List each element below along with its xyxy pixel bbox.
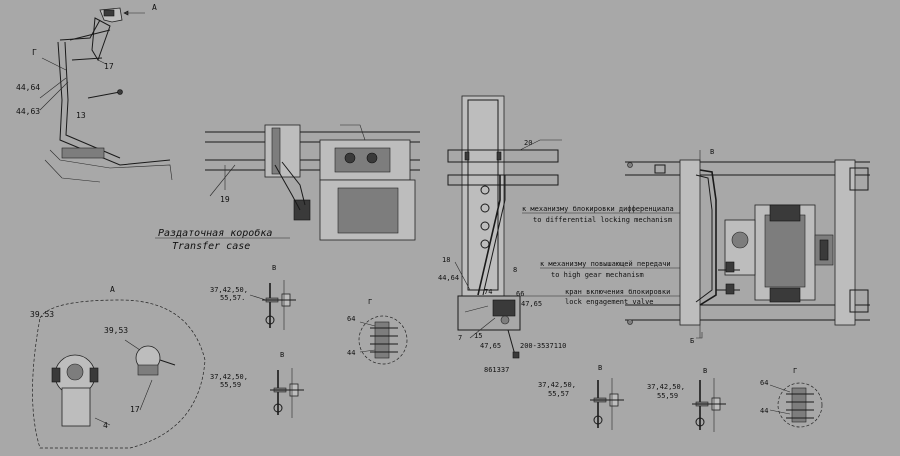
chassis-plan-view bbox=[625, 150, 870, 339]
view-v4-label: В bbox=[703, 367, 707, 375]
view-v4-parts-a: 37,42,50, bbox=[647, 383, 685, 391]
view-v1-detail bbox=[249, 280, 296, 330]
label-47-65: 47,65 bbox=[521, 300, 542, 308]
top-left-bracket-view bbox=[39, 7, 173, 183]
view-v1-parts-b: 55,57. bbox=[220, 294, 245, 302]
view-v4-parts-b: 55,59 bbox=[657, 392, 678, 400]
label-17-top: 17 bbox=[104, 62, 114, 71]
label-861337: 861337 bbox=[484, 366, 509, 374]
label-44-64-top: 44,64 bbox=[16, 83, 40, 92]
transfer-case-view bbox=[205, 124, 420, 241]
view-g1-detail bbox=[358, 315, 408, 365]
lock-valve-en: lock engagement valve bbox=[565, 298, 654, 306]
lock-valve-ru: кран включения блокировки bbox=[565, 288, 670, 296]
high-gear-ru: к механизму повышающей передачи bbox=[540, 260, 671, 268]
label-17-bottom: 17 bbox=[130, 405, 140, 414]
view-v3-detail bbox=[590, 378, 624, 430]
label-66: 66 bbox=[516, 290, 524, 298]
label-4: 4 bbox=[103, 421, 108, 430]
view-g2-label: Г bbox=[793, 367, 797, 375]
view-v2-parts-b: 55,59 bbox=[220, 381, 241, 389]
view-v3-parts-b: 55,57 bbox=[548, 390, 569, 398]
view-a-detail bbox=[32, 299, 206, 449]
high-gear-en: to high gear mechanism bbox=[551, 271, 644, 279]
view-v3-label: В bbox=[598, 364, 602, 372]
label-13: 13 bbox=[76, 111, 86, 120]
view-v1-label: В bbox=[272, 264, 276, 272]
view-g2-64: 64 bbox=[760, 379, 768, 387]
label-39-53: 39,53 bbox=[104, 326, 128, 335]
view-a-arrow-label: А bbox=[152, 3, 157, 12]
label-44-64-center: 44,64 bbox=[438, 274, 459, 282]
view-g1-64: 64 bbox=[347, 315, 355, 323]
view-v2-parts-a: 37,42,50, bbox=[210, 373, 248, 381]
transfer-case-en: Transfer case bbox=[172, 241, 250, 252]
view-g1-44: 44 bbox=[347, 349, 355, 357]
label-39-53-left: 39.53 bbox=[30, 310, 54, 319]
view-v2-detail bbox=[270, 368, 304, 418]
diff-lock-en: to differential locking mechanism bbox=[533, 216, 672, 224]
label-47-65-lower: 47,65 bbox=[480, 342, 501, 350]
label-19: 19 bbox=[220, 195, 230, 204]
label-18: 18 bbox=[442, 256, 450, 264]
view-b-bottom-label: Б bbox=[690, 337, 694, 345]
label-200-3537110: 200-3537110 bbox=[520, 342, 566, 350]
label-20: 20 bbox=[524, 139, 532, 147]
view-g2-44: 44 bbox=[760, 407, 768, 415]
label-44-63-top: 44,63 bbox=[16, 107, 40, 116]
view-b-top-label: В bbox=[710, 148, 714, 156]
label-8: 8 bbox=[513, 266, 517, 274]
view-g1-label: Г bbox=[368, 298, 372, 306]
frame-member-view bbox=[447, 95, 562, 359]
label-74: 74 bbox=[484, 288, 492, 296]
view-v1-parts-a: 37,42,50, bbox=[210, 286, 248, 294]
transfer-case-ru: Раздаточная коробка bbox=[158, 227, 272, 239]
view-v2-label: В bbox=[280, 351, 284, 359]
label-15: 15 bbox=[474, 332, 482, 340]
view-a-label: А bbox=[110, 285, 115, 294]
diff-lock-ru: к механизму блокировки дифференциала bbox=[522, 205, 674, 213]
label-7: 7 bbox=[458, 334, 462, 342]
view-g2-detail bbox=[769, 382, 823, 428]
label-g-top: Г bbox=[32, 48, 37, 57]
view-v3-parts-a: 37,42,50, bbox=[538, 381, 576, 389]
view-v4-detail bbox=[692, 378, 726, 432]
